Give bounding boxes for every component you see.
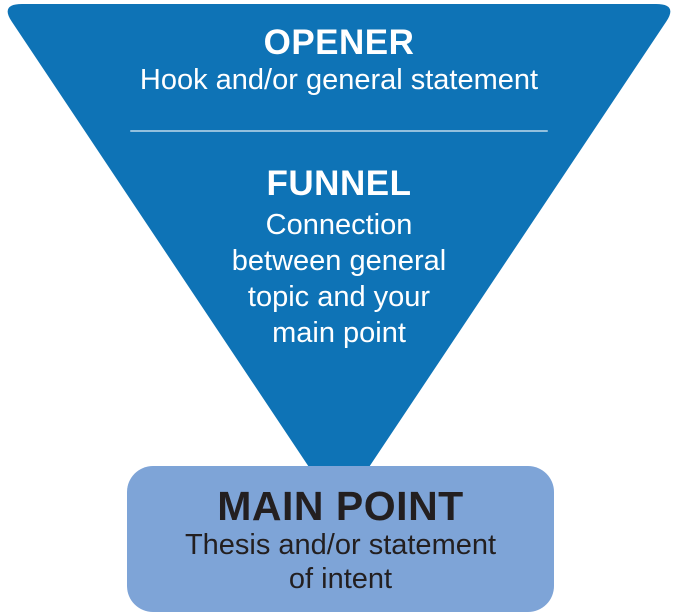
funnel-description: Connection between general topic and you… bbox=[0, 207, 678, 351]
main-point-label: MAIN POINT bbox=[217, 483, 464, 529]
funnel-description-line: topic and your bbox=[247, 281, 431, 313]
main-point-description: Thesis and/or statement of intent bbox=[185, 528, 496, 596]
funnel-label: FUNNEL bbox=[266, 164, 412, 203]
funnel-description-line: main point bbox=[272, 317, 406, 349]
main-point-description-line: Thesis and/or statement bbox=[184, 529, 497, 561]
triangle-fill bbox=[7, 4, 671, 508]
main-point-box: MAIN POINT Thesis and/or statement of in… bbox=[127, 466, 554, 612]
funnel-description-line: Connection bbox=[265, 209, 413, 241]
funnel-description-line: between general bbox=[231, 245, 447, 277]
opener-funnel-divider bbox=[130, 130, 548, 132]
opener-label: OPENER bbox=[263, 23, 415, 62]
main-point-description-line: of intent bbox=[288, 563, 393, 595]
opener-description: Hook and/or general statement bbox=[139, 64, 539, 96]
